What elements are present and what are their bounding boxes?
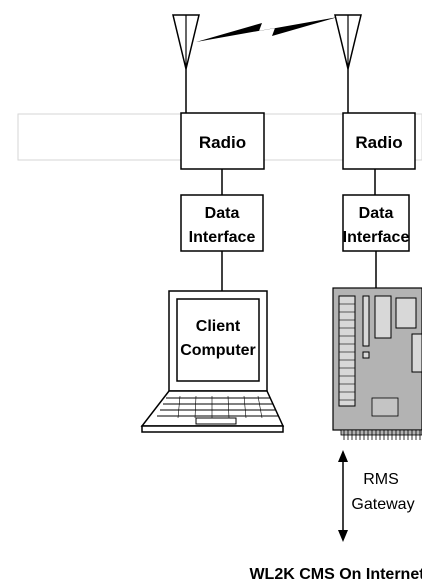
right-radio-label: Radio — [355, 133, 402, 152]
right-interface-line1: Data — [359, 205, 394, 222]
rms-gateway-line1: RMS — [363, 471, 399, 488]
left-data-interface-box — [180, 194, 264, 252]
left-radio-label: Radio — [199, 133, 246, 152]
radio-link-bolt — [196, 17, 338, 42]
right-antenna-icon — [334, 14, 362, 113]
right-data-interface-box — [342, 194, 410, 252]
left-interface-line2: Interface — [189, 229, 256, 246]
left-interface-line1: Data — [205, 205, 240, 222]
laptop-icon — [140, 290, 285, 433]
right-interface-line2: Interface — [343, 229, 410, 246]
circuit-board-icon — [332, 287, 422, 440]
internet-link-arrow — [338, 450, 348, 542]
client-computer-line2: Computer — [180, 342, 256, 359]
left-antenna-icon — [172, 14, 200, 113]
rms-gateway-line2: Gateway — [351, 496, 414, 513]
cms-internet-label: WL2K CMS On Internet — [249, 566, 422, 583]
client-computer-line1: Client — [196, 318, 241, 335]
right-radio-box — [342, 112, 416, 170]
left-radio-box — [180, 112, 265, 170]
